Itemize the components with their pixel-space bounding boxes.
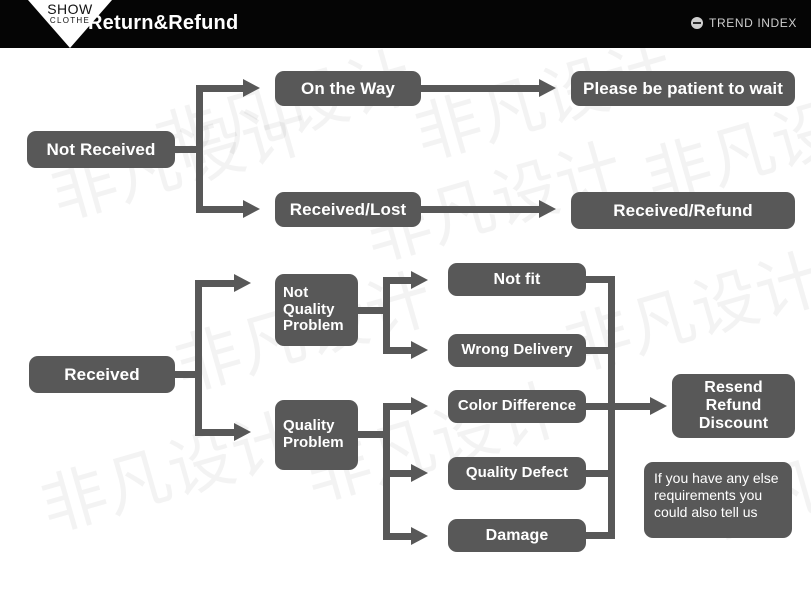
node-not-received: Not Received — [27, 131, 175, 168]
connector-qp-stub — [358, 431, 390, 438]
note-line-3: could also tell us — [654, 504, 758, 521]
arrow-to-received-refund — [539, 200, 556, 218]
node-label: Quality Defect — [465, 464, 569, 482]
connector-to-not-fit — [383, 277, 413, 284]
arrow-to-resolution — [650, 397, 667, 415]
show-clothe-logo: SHOW CLOTHE — [28, 0, 112, 48]
logo-line-show: SHOW — [47, 1, 93, 17]
connector-color-difference-out — [586, 403, 615, 410]
logo-line-clothe: CLOTHE — [49, 16, 91, 25]
arrow-to-wrong-delivery — [411, 341, 428, 359]
connector-to-damage — [383, 533, 413, 540]
connector-wrong-delivery-out — [586, 347, 615, 354]
connector-to-resolution — [608, 403, 654, 410]
watermark: 非凡设计 — [142, 23, 422, 188]
node-label-line1: Resend — [704, 379, 763, 397]
node-quality-problem: Quality Problem — [275, 400, 358, 470]
note-line-1: If you have any else — [654, 470, 779, 486]
node-label-line2: Refund — [705, 397, 762, 415]
watermark: 非凡设计 — [28, 385, 308, 550]
connector-to-received-lost — [196, 206, 246, 213]
connector-to-quality-defect — [383, 470, 413, 477]
node-label: Received/Lost — [289, 199, 407, 219]
node-label: On the Way — [301, 78, 395, 98]
arrow-to-on-the-way — [243, 79, 260, 97]
node-label-line3: Discount — [698, 414, 769, 432]
node-label-line1: Not — [283, 283, 309, 301]
node-color-difference: Color Difference — [448, 390, 586, 423]
node-label: Color Difference — [457, 397, 577, 415]
trend-index-icon — [691, 17, 704, 29]
connector-received-lost-to-refund — [421, 206, 541, 213]
node-label-line2: Quality — [283, 300, 335, 318]
connector-to-on-the-way — [196, 85, 246, 92]
node-damage: Damage — [448, 519, 586, 552]
trend-index-brand: TREND INDEX — [691, 16, 797, 30]
node-on-the-way: On the Way — [275, 71, 421, 106]
connector-received-bus — [195, 280, 202, 436]
connector-not-received-stub — [175, 146, 203, 153]
trend-index-label: TREND INDEX — [709, 16, 797, 30]
node-received-lost: Received/Lost — [275, 192, 421, 227]
note-line-2: requirements you — [654, 487, 763, 504]
connector-not-received-bus — [196, 85, 203, 213]
arrow-to-color-difference — [411, 397, 428, 415]
page-title: Return&Refund — [88, 12, 239, 34]
connector-to-quality-problem — [195, 429, 236, 436]
connector-to-wrong-delivery — [383, 347, 413, 354]
watermark: 非凡设计 — [552, 225, 811, 390]
arrow-to-not-fit — [411, 271, 428, 289]
node-label: Received — [64, 364, 140, 384]
arrow-to-not-quality-problem — [234, 274, 251, 292]
node-label: Please be patient to wait — [583, 78, 783, 98]
connector-nqp-bus — [383, 277, 390, 354]
arrow-to-quality-defect — [411, 464, 428, 482]
node-please-be-patient: Please be patient to wait — [571, 71, 795, 106]
node-label-line1: Quality — [283, 417, 335, 435]
node-wrong-delivery: Wrong Delivery — [448, 334, 586, 367]
arrow-to-quality-problem — [234, 423, 251, 441]
node-label-line3: Problem — [283, 317, 344, 335]
node-received-refund: Received/Refund — [571, 192, 795, 229]
arrow-to-please-wait — [539, 79, 556, 97]
node-received: Received — [29, 356, 175, 393]
connector-qp-bus — [383, 403, 390, 533]
arrow-to-received-lost — [243, 200, 260, 218]
connector-on-the-way-to-wait — [421, 85, 541, 92]
node-label-line2: Problem — [283, 434, 344, 451]
connector-to-color-difference — [383, 403, 413, 410]
connector-to-not-quality-problem — [195, 280, 236, 287]
node-label: Received/Refund — [613, 200, 753, 220]
node-not-quality-problem: Not Quality Problem — [275, 274, 358, 346]
connector-quality-defect-out — [586, 470, 615, 477]
connector-damage-out — [586, 532, 615, 539]
node-label: Not fit — [493, 270, 541, 288]
connector-nqp-stub — [358, 307, 390, 314]
node-quality-defect: Quality Defect — [448, 457, 586, 490]
page-header: SHOW CLOTHE Return&Refund TREND INDEX — [0, 0, 811, 48]
node-label: Damage — [485, 526, 549, 544]
node-not-fit: Not fit — [448, 263, 586, 296]
connector-received-stub — [175, 371, 202, 378]
note-callout: If you have any else requirements you co… — [644, 462, 792, 538]
logo-triangle-icon — [28, 0, 112, 48]
connector-not-fit-out — [586, 276, 615, 283]
arrow-to-damage — [411, 527, 428, 545]
node-resend-refund-discount: Resend Refund Discount — [672, 374, 795, 438]
node-label: Wrong Delivery — [461, 341, 573, 359]
node-label: Not Received — [46, 139, 156, 159]
